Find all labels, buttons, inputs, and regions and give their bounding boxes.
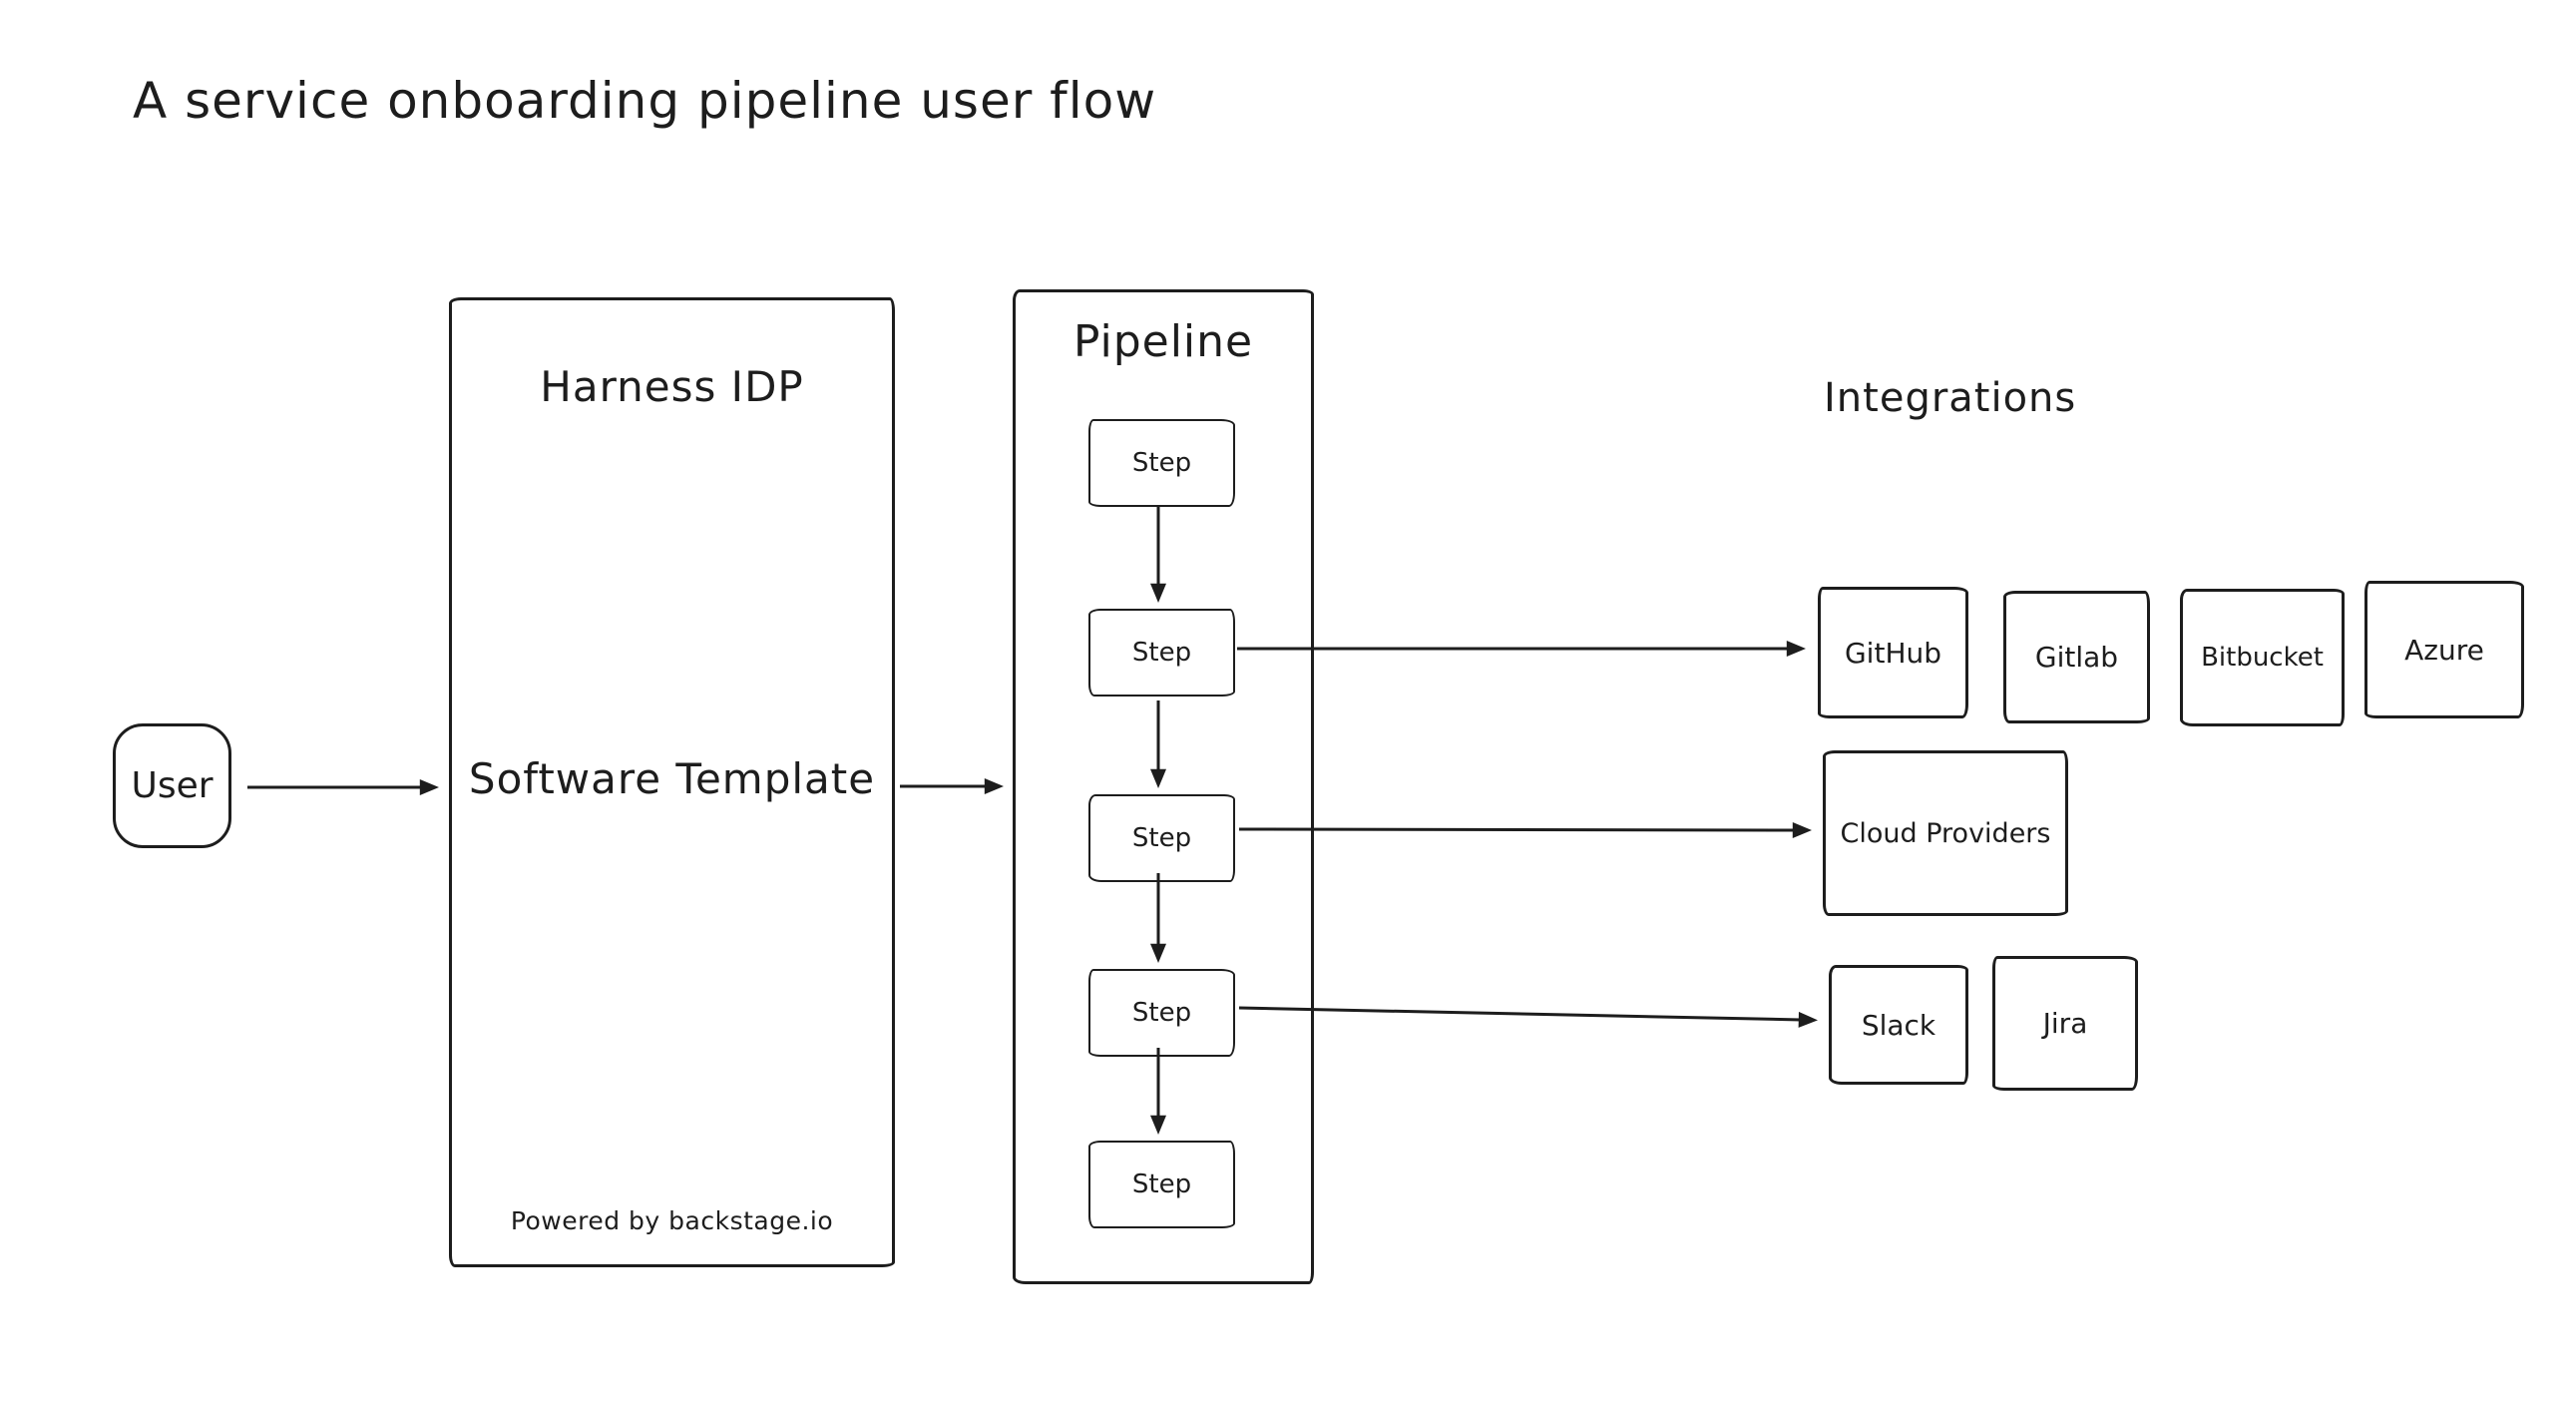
integration-github: GitHub — [1818, 587, 1968, 718]
powered-by-backstage-label: Powered by backstage.io — [510, 1206, 834, 1235]
integration-cloud-providers: Cloud Providers — [1823, 750, 2068, 916]
pipeline-step-2: Step — [1088, 609, 1235, 697]
harness-idp-box: Harness IDP Software Template Powered by… — [449, 297, 895, 1267]
arrow-step3-to-cloud-providers — [1238, 821, 1812, 838]
integration-bitbucket: Bitbucket — [2180, 589, 2345, 726]
integration-azure: Azure — [2364, 581, 2524, 718]
arrow-step4-to-slack — [1238, 1006, 1818, 1028]
pipeline-step-4: Step — [1088, 969, 1235, 1057]
integration-slack: Slack — [1829, 965, 1968, 1085]
diagram-title: A service onboarding pipeline user flow — [133, 72, 1157, 130]
pipeline-title: Pipeline — [1073, 316, 1254, 367]
integration-jira: Jira — [1992, 956, 2138, 1091]
integration-gitlab: Gitlab — [2003, 591, 2150, 723]
pipeline-step-3: Step — [1088, 794, 1235, 882]
user-node: User — [113, 723, 231, 848]
software-template-label: Software Template — [468, 754, 876, 803]
integrations-title: Integrations — [1824, 375, 2077, 421]
user-node-label: User — [131, 765, 214, 806]
harness-idp-title: Harness IDP — [540, 362, 804, 411]
pipeline-step-5: Step — [1088, 1141, 1235, 1228]
pipeline-step-1: Step — [1088, 419, 1235, 507]
